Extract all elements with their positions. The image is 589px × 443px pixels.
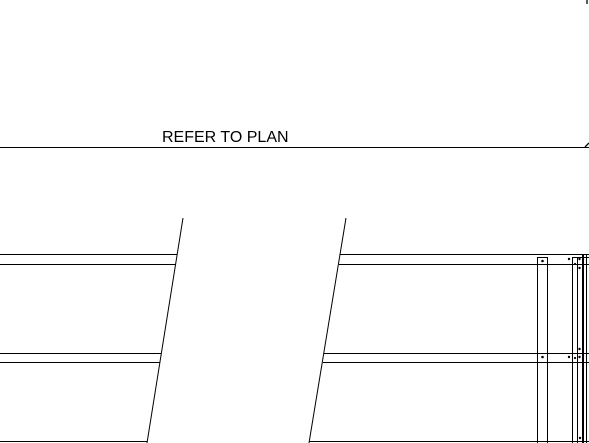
frame-bolt-top-d (573, 262, 577, 266)
frame-bolt-mid-d (573, 356, 577, 360)
frame-bolt-mid-b (578, 355, 581, 359)
frame-bolt-low (578, 347, 581, 351)
frame-bolt-bottom (578, 436, 582, 440)
left-break-line (146, 217, 184, 443)
frame-bolt-mid-a (567, 355, 571, 359)
corner-tick-mid (584, 142, 589, 148)
right-break-line (308, 217, 347, 443)
post-bolt-mid (541, 355, 544, 359)
frame-bolt-top-c (578, 266, 581, 270)
frame-bolt-top-b (578, 257, 581, 261)
frame-bolt-top-a (567, 257, 571, 261)
refer-to-plan-note: REFER TO PLAN (162, 129, 289, 146)
post-bolt-top (541, 259, 544, 263)
